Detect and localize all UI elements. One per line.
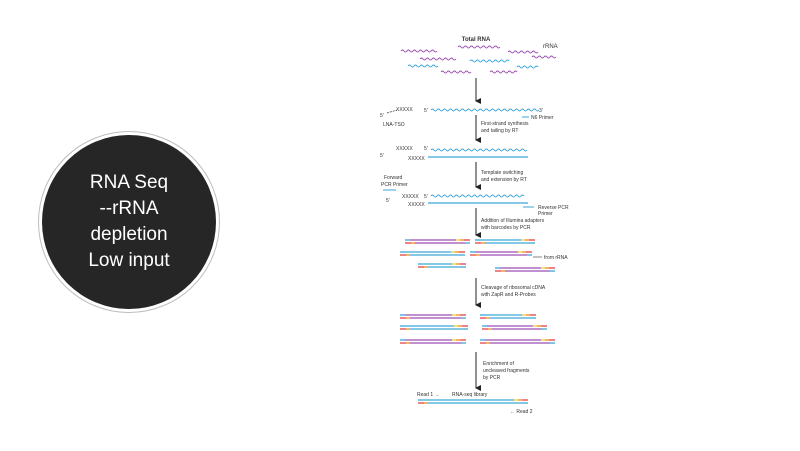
forward-primer-label-2: PCR Primer: [381, 182, 408, 188]
fragment-layer: [400, 239, 555, 404]
step4-label-2: with ZapR and R-Probes: [481, 292, 536, 298]
five-prime-label: 5': [424, 108, 428, 114]
rna-seq-library-label: RNA-seq library: [452, 392, 488, 398]
title-circle-outline: RNA Seq --rRNA depletion Low input: [38, 131, 220, 313]
five-prime-label: 5': [386, 198, 390, 204]
rrna-strand: [400, 49, 438, 53]
lna-tso-label: LNA-TSO: [383, 122, 405, 128]
reverse-primer-label-1: Reverse PCR: [538, 205, 569, 211]
step2-label-1: Template switching: [481, 170, 523, 176]
tso-five-prime: 5': [380, 153, 384, 159]
total-rna-strands: [400, 45, 557, 74]
forward-primer-label-1: Forward: [384, 175, 403, 181]
rrna-strand: [507, 50, 539, 54]
step3-label-1: Addition of Illumina adapters: [481, 218, 545, 224]
mrna-strand: [407, 64, 439, 68]
step5-label-3: by PCR: [483, 375, 501, 381]
tso-five-prime: 5': [380, 113, 384, 119]
five-prime-label: 5': [424, 146, 428, 152]
read2-label: ← Read 2: [510, 409, 533, 415]
tso-xxxxx: XXXXX: [396, 146, 413, 152]
mrna-template: [430, 148, 528, 152]
step5-label-2: uncleaved fragments: [483, 368, 530, 374]
circle-line-1: RNA Seq: [89, 172, 169, 193]
mrna-template: [430, 108, 540, 112]
mrna-strand: [516, 65, 539, 69]
mrna-template: [430, 194, 525, 198]
rrna-label: rRNA: [543, 44, 558, 50]
rrna-strand: [531, 55, 557, 59]
five-prime-label: 5': [424, 194, 428, 200]
three-prime-label: 3': [539, 108, 543, 114]
circle-line-4: Low input: [88, 250, 170, 271]
rrna-strand: [457, 45, 501, 49]
rrna-strand: [440, 70, 472, 74]
step1-label-2: and tailing by RT: [481, 128, 518, 134]
tso-xxxxx: XXXXX: [396, 107, 413, 113]
reverse-primer-label-2: Primer: [538, 211, 553, 217]
rrna-strand: [489, 70, 518, 74]
step5-label-1: Enrichment of: [483, 361, 514, 367]
step4-label-1: Cleavage of ribosomal cDNA: [481, 285, 546, 291]
from-rrna-label: from rRNA: [544, 255, 568, 261]
n6-primer-label: N6 Primer: [531, 115, 554, 121]
title-circle: RNA Seq --rRNA depletion Low input: [42, 135, 216, 309]
mrna-strand: [469, 59, 510, 63]
total-rna-title: Total RNA: [462, 37, 491, 43]
rrna-strand: [419, 57, 457, 61]
circle-line-2: --rRNA: [99, 198, 159, 219]
step1-label-1: First-strand synthesis: [481, 121, 529, 127]
xxxxx-top: XXXXX: [402, 194, 419, 200]
tso-line: [386, 109, 398, 114]
step2-label-2: and extension by RT: [481, 177, 527, 183]
step3-label-2: with barcodes by PCR: [481, 225, 531, 231]
read1-label: Read 1 →: [417, 392, 440, 398]
circle-line-3: depletion: [90, 224, 168, 245]
xxxxx-bottom: XXXXX: [408, 202, 425, 208]
xxxxx-tail: XXXXX: [408, 156, 425, 162]
